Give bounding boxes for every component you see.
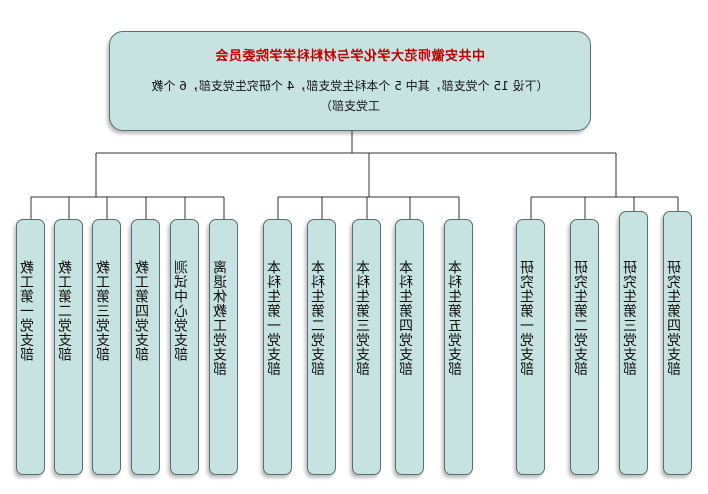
root-node: 中共安徽师范大学化学与材料科学学院委员会 （下设 15 个党支部，其中 5 个本…: [109, 31, 591, 131]
branch-node: 教工第四党支部: [131, 219, 160, 475]
branch-label: 本科生第三党支部: [356, 260, 372, 376]
branch-node: 教工第一党支部: [16, 219, 45, 475]
branch-label: 测试中心党支部: [174, 260, 190, 362]
branch-label: 离退休教工党支部: [213, 260, 229, 376]
branch-label: 教工第三党支部: [96, 260, 112, 362]
branch-node: 研究生第一党支部: [516, 219, 545, 475]
root-subtitle: （下设 15 个党支部，其中 5 个本科生党支部，4 个研究生党支部，6 个教工…: [151, 79, 549, 113]
branch-node: 研究生第二党支部: [570, 219, 599, 475]
branch-node: 本科生第一党支部: [263, 219, 292, 475]
branch-label: 教工第二党支部: [58, 260, 74, 362]
branch-node: 本科生第二党支部: [307, 219, 336, 475]
branch-label: 教工第一党支部: [20, 260, 36, 362]
branch-label: 教工第四党支部: [135, 260, 151, 362]
branch-node: 本科生第五党支部: [444, 219, 473, 475]
branch-node: 教工第二党支部: [54, 219, 83, 475]
branch-node: 研究生第三党支部: [619, 211, 648, 475]
branch-label: 本科生第四党支部: [399, 260, 415, 376]
branch-node: 离退休教工党支部: [209, 219, 238, 475]
branch-label: 本科生第一党支部: [267, 260, 283, 376]
branch-node: 本科生第三党支部: [352, 219, 381, 475]
branch-label: 研究生第四党支部: [667, 260, 683, 376]
branch-node: 本科生第四党支部: [395, 219, 424, 475]
branch-label: 本科生第二党支部: [311, 260, 327, 376]
branch-label: 研究生第一党支部: [520, 260, 536, 376]
branch-label: 本科生第五党支部: [448, 260, 464, 376]
branch-node: 测试中心党支部: [170, 219, 199, 475]
branch-node: 教工第三党支部: [92, 219, 121, 475]
root-title: 中共安徽师范大学化学与材料科学学院委员会: [215, 49, 486, 64]
branch-label: 研究生第二党支部: [574, 260, 590, 376]
branch-node: 研究生第四党支部: [663, 211, 692, 475]
branch-label: 研究生第三党支部: [623, 260, 639, 376]
